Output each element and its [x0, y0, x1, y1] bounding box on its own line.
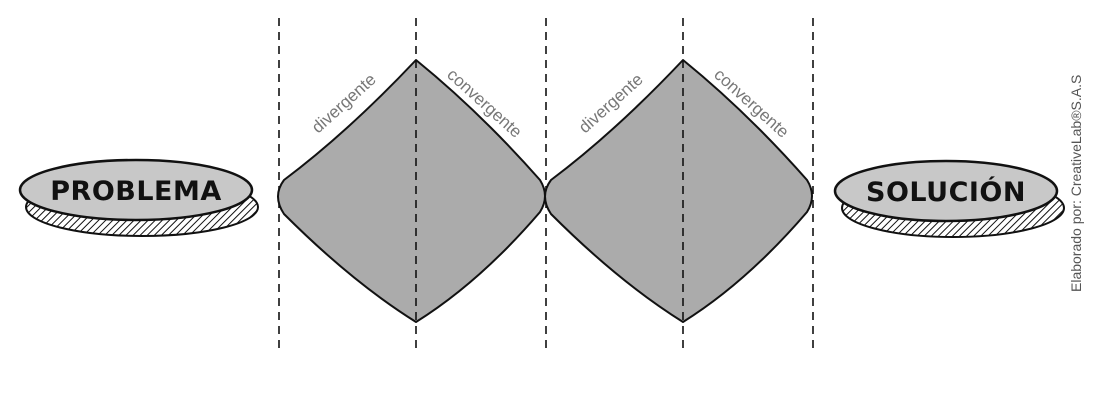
second-diamond: [544, 59, 813, 323]
solution-label: SOLUCIÓN: [866, 176, 1026, 208]
credit-text: Elaborado por: CreativeLab®S.A.S: [1068, 75, 1084, 292]
problem-label: PROBLEMA: [50, 176, 222, 207]
solution-pill: SOLUCIÓN: [833, 159, 1065, 238]
solution-pill-body: [833, 159, 1059, 223]
problem-pill-body: [18, 158, 254, 222]
first-diamond: [277, 59, 546, 323]
problem-pill: PROBLEMA: [18, 158, 259, 237]
